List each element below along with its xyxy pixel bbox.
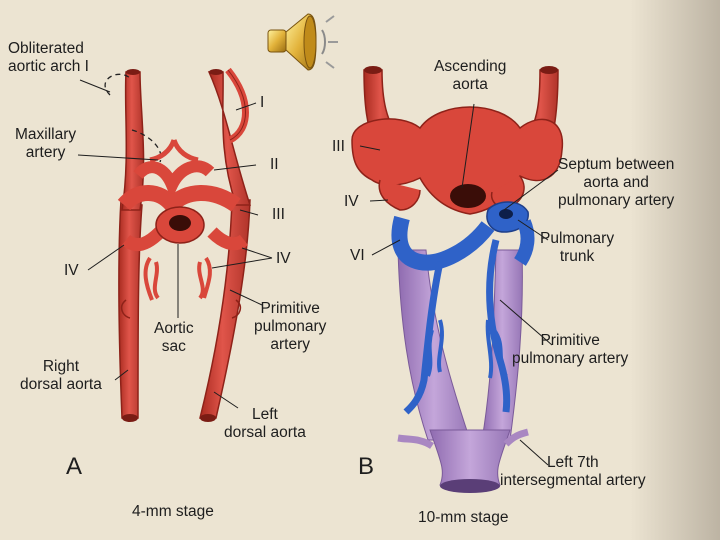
arch-iv-right-b: [378, 179, 421, 211]
arch-iv: [121, 227, 249, 251]
intersegmental-artery: [397, 428, 529, 450]
panel-b-letter: B: [358, 453, 375, 480]
left-dorsal-aorta: [199, 199, 251, 419]
arch-vi-right: [391, 215, 495, 271]
right-carotid-trunk: [121, 71, 145, 211]
label-pulmonary-trunk: Pulmonary trunk: [540, 230, 615, 265]
primitive-pulmonary-left: [143, 256, 160, 301]
label-arch-vi-b: VI: [350, 247, 365, 264]
label-arch-iv-left: IV: [64, 262, 79, 279]
label-arch-ii: II: [270, 156, 279, 173]
label-arch-iv-right: IV: [276, 250, 291, 267]
label-arch-iv-b: IV: [344, 193, 359, 210]
label-right-dorsal-aorta: Right dorsal aorta: [20, 358, 102, 393]
panel-a-stage: 4-mm stage: [132, 503, 214, 520]
arch-ii: [133, 160, 215, 200]
panel-a-figure: [104, 67, 252, 422]
arch-iii: [117, 185, 241, 218]
primitive-pulmonary-right: [197, 256, 212, 300]
label-arch-iii: III: [272, 206, 285, 223]
label-primitive-pulmonary-a: Primitive pulmonary artery: [254, 300, 327, 353]
label-arch-i: I: [260, 94, 265, 111]
primitive-pulmonary-right-b: [403, 261, 444, 415]
descending-aorta-b: [429, 429, 511, 486]
label-arch-iii-b: III: [332, 138, 345, 155]
label-primitive-pulmonary-b: Primitive pulmonary artery: [512, 332, 629, 367]
ascending-aorta-lumen: [450, 184, 486, 208]
primitive-pulmonary-left-b: [486, 239, 511, 413]
panel-a-leaders: [77, 79, 273, 409]
label-left-7th-intersegmental: Left 7th intersegmental artery: [500, 454, 646, 489]
label-obliterated-arch: Obliterated aortic arch I: [8, 40, 89, 75]
arch-vi-left: [513, 219, 535, 266]
speaker-icon[interactable]: [267, 13, 338, 71]
label-aortic-sac: Aortic sac: [154, 320, 194, 355]
panel-b-leaders: [359, 103, 559, 466]
panel-a-letter: A: [66, 453, 83, 480]
label-left-dorsal-aorta: Left dorsal aorta: [224, 406, 306, 441]
label-ascending-aorta: Ascending aorta: [434, 58, 507, 93]
panel-b-stage: 10-mm stage: [418, 509, 509, 526]
panel-b-figure: [351, 66, 564, 493]
label-septum: Septum between aorta and pulmonary arter…: [558, 156, 675, 209]
label-maxillary-artery: Maxillary artery: [15, 126, 77, 161]
